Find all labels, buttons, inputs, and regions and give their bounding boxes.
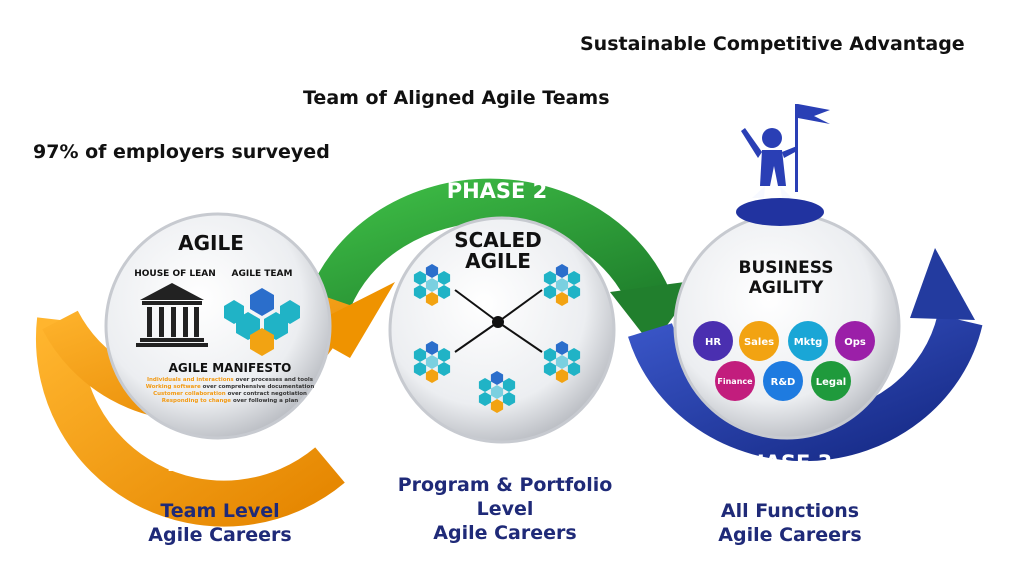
phase2-caption-line2: Level (476, 498, 534, 520)
function-ops (835, 321, 875, 361)
phase1-caption-line2: Agile Careers (148, 524, 292, 546)
team-hex (490, 371, 504, 385)
svg-text:Sales: Sales (744, 337, 774, 348)
agile-team-label: AGILE TEAM (232, 269, 293, 279)
phase3-caption-line2: Agile Careers (718, 524, 862, 546)
team-hex (502, 378, 516, 392)
team-hex (413, 362, 427, 376)
manifesto-line-4: Responding to change over following a pl… (162, 398, 299, 404)
svg-text:Ops: Ops (844, 337, 866, 348)
team-hex (437, 348, 451, 362)
team-hex (567, 362, 581, 376)
team-hex (543, 348, 557, 362)
phase2-caption-line3: Agile Careers (433, 522, 577, 544)
team-hex (478, 378, 492, 392)
team-hex (413, 285, 427, 299)
phase1-label: PHASE 1 (167, 452, 268, 476)
function-mktg (788, 321, 828, 361)
svg-text:Legal: Legal (816, 377, 847, 388)
phase1-title: AGILE (178, 231, 244, 255)
headline-sustainable-advantage: Sustainable Competitive Advantage (580, 33, 965, 55)
scaled-agile-network (454, 289, 543, 353)
team-hex (425, 355, 439, 369)
house-of-lean-icon (136, 283, 208, 347)
team-hex (425, 341, 439, 355)
phase3-caption-line1: All Functions (720, 500, 860, 522)
team-hex (490, 399, 504, 413)
phase2-title-line1: SCALED (454, 228, 542, 252)
function-rd (763, 361, 803, 401)
team-hex (567, 271, 581, 285)
team-hex (543, 271, 557, 285)
team-hex (437, 271, 451, 285)
team-hex (555, 355, 569, 369)
summit-flag-figure-icon (736, 104, 830, 226)
team-hex (425, 264, 439, 278)
team-hex (425, 292, 439, 306)
manifesto-line-2: Working software over comprehensive docu… (146, 384, 315, 390)
manifesto-line-1: Individuals and interactions over proces… (147, 377, 314, 383)
function-legal (811, 361, 851, 401)
business-functions: HR Sales Mktg Ops Finance R&D Legal (693, 321, 875, 401)
phase1-caption: Team Level Agile Careers (130, 499, 310, 547)
manifesto-lines: Individuals and interactions over proces… (146, 377, 315, 404)
house-of-lean-label: HOUSE OF LEAN (134, 269, 216, 279)
phase3-title-line2: AGILITY (749, 278, 824, 298)
phase3-title-line1: BUSINESS (739, 258, 834, 278)
team-hex (555, 264, 569, 278)
function-hr (693, 321, 733, 361)
phase3-arrow (628, 248, 983, 462)
agile-team-icon (224, 288, 300, 356)
team-hex (543, 285, 557, 299)
team-hex (543, 362, 557, 376)
phase1-disc (104, 212, 332, 440)
team-hex (555, 369, 569, 383)
phase2-label: PHASE 2 (447, 179, 548, 203)
headline-employers-surveyed: 97% of employers surveyed (33, 141, 330, 163)
team-hex (567, 285, 581, 299)
phase2-title-line2: AGILE (465, 249, 531, 273)
team-hex (425, 278, 439, 292)
team-hex (555, 292, 569, 306)
svg-text:Mktg: Mktg (794, 337, 823, 348)
function-sales (739, 321, 779, 361)
team-hex (437, 362, 451, 376)
team-hex (567, 348, 581, 362)
manifesto-title: AGILE MANIFESTO (169, 361, 292, 375)
team-hex (555, 341, 569, 355)
phase2-caption: Program & Portfolio Level Agile Careers (385, 473, 625, 545)
phase1-caption-line1: Team Level (160, 500, 280, 522)
manifesto-line-3: Customer collaboration over contract neg… (153, 391, 307, 397)
team-hex (413, 348, 427, 362)
phase2-caption-line1: Program & Portfolio (397, 474, 613, 496)
team-hex (437, 285, 451, 299)
svg-text:Finance: Finance (717, 377, 753, 386)
team-hex (502, 392, 516, 406)
team-hex (555, 278, 569, 292)
team-hex (478, 392, 492, 406)
headline-aligned-teams: Team of Aligned Agile Teams (303, 87, 610, 109)
team-hex (490, 385, 504, 399)
svg-text:HR: HR (705, 337, 721, 348)
team-hex (413, 271, 427, 285)
phase3-label: PHASE 3 (732, 451, 833, 475)
function-finance (715, 361, 755, 401)
svg-text:R&D: R&D (771, 377, 796, 388)
team-hex-clusters (413, 264, 581, 413)
phase3-caption: All Functions Agile Careers (695, 499, 885, 547)
team-hex (425, 369, 439, 383)
